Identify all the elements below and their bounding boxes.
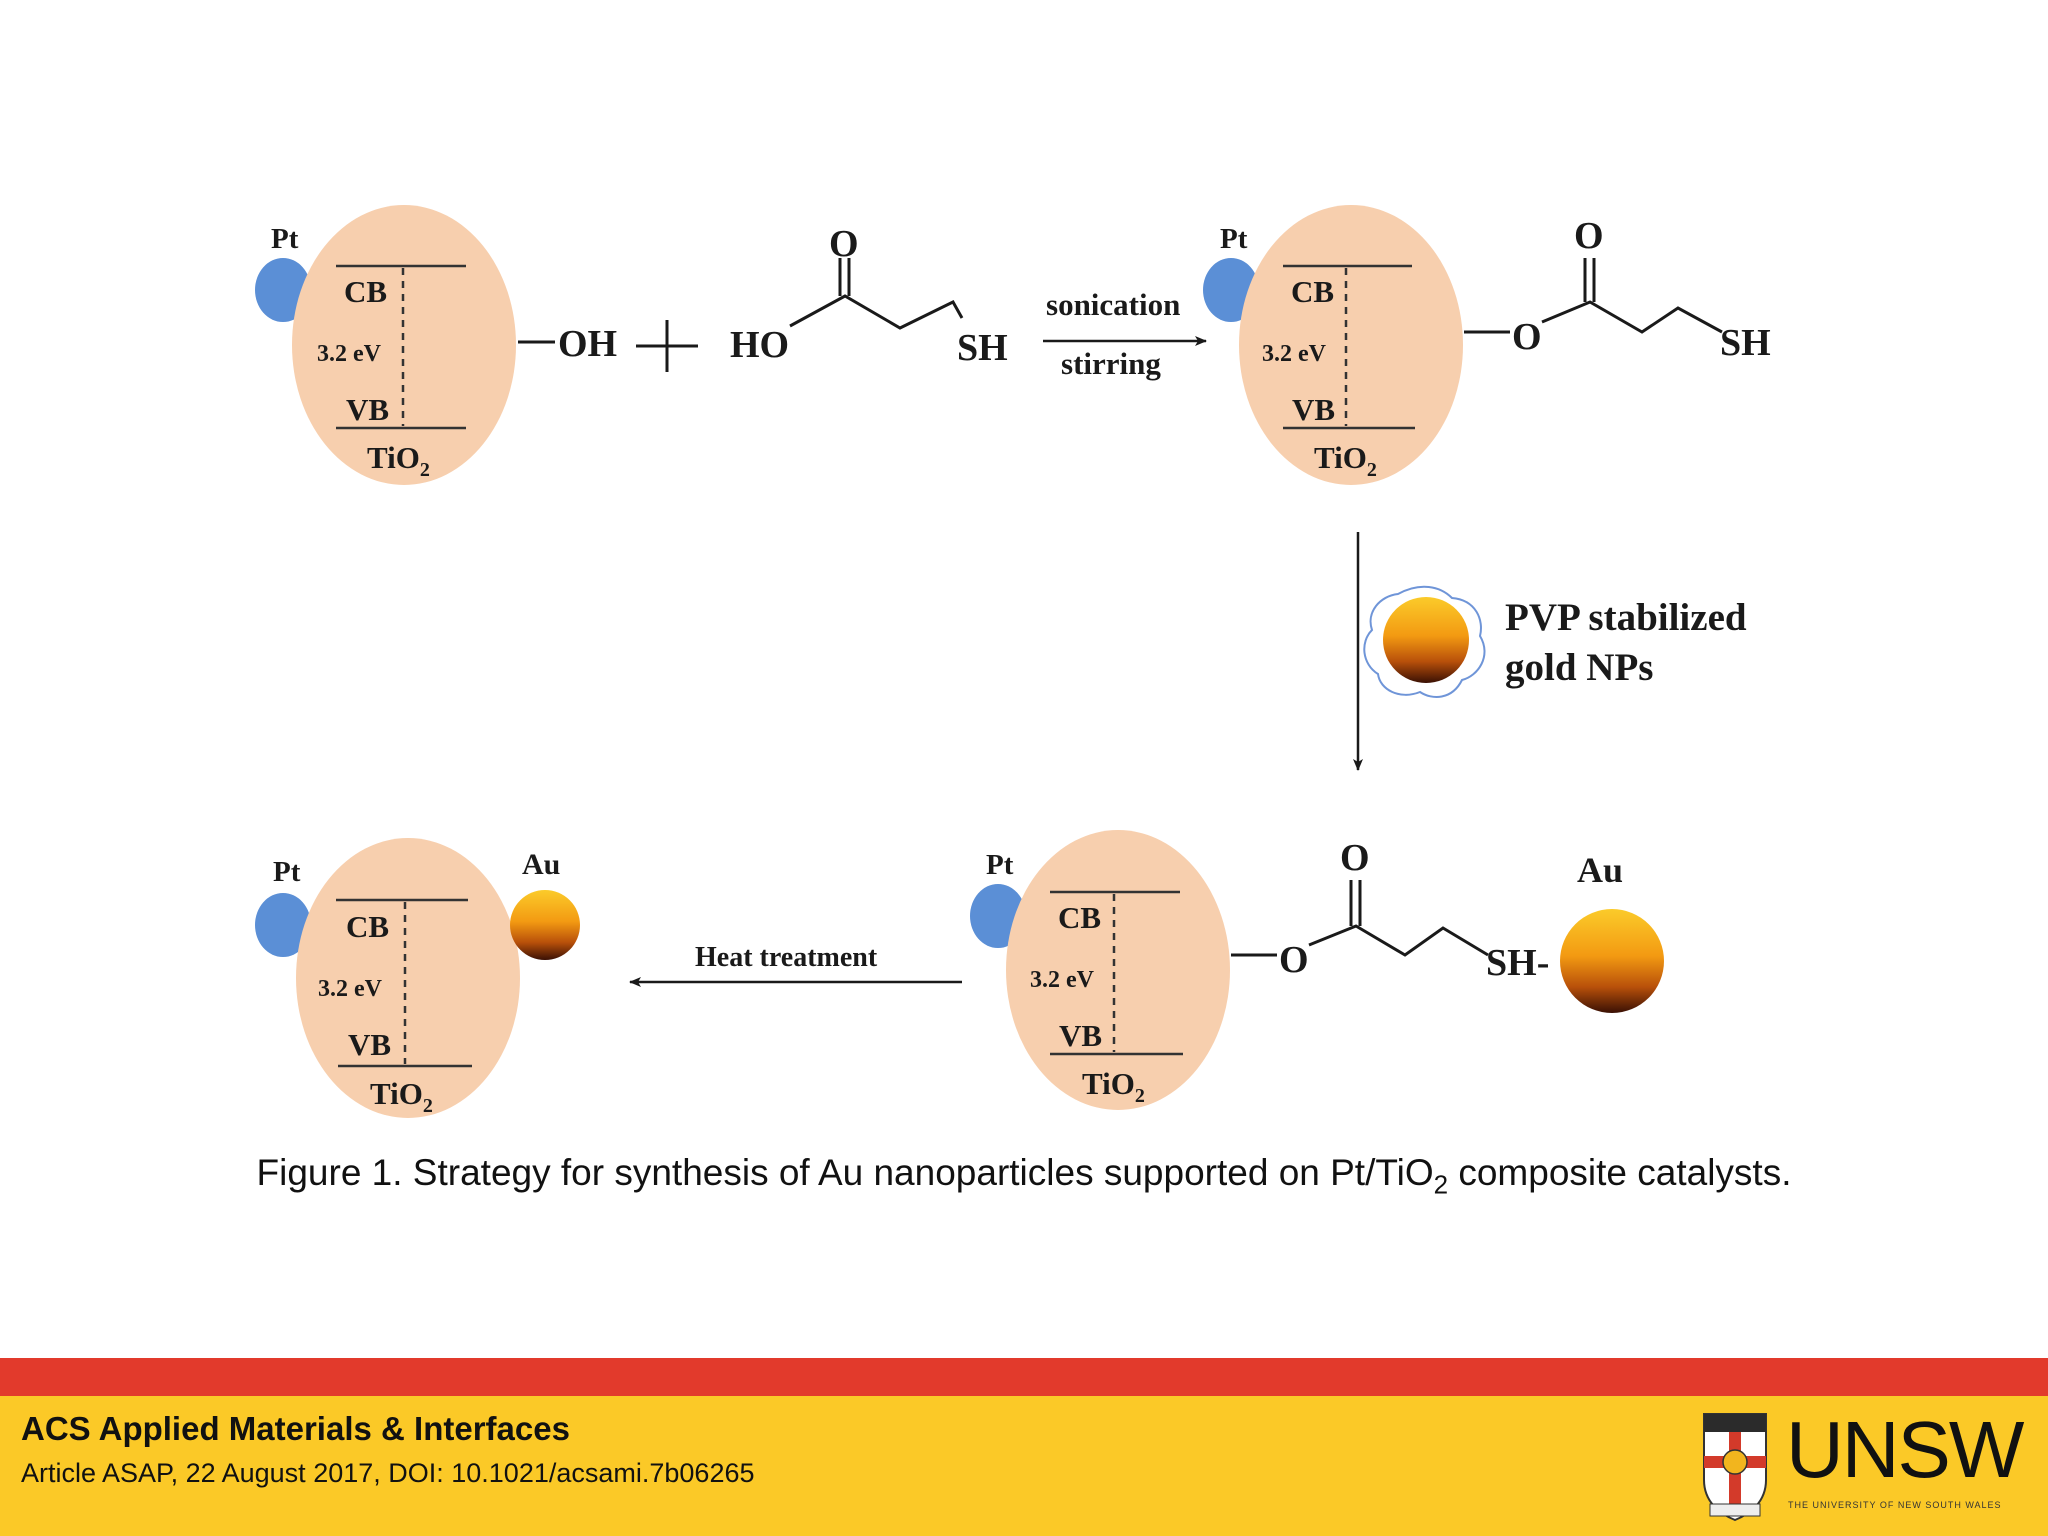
tio2-label: TiO2 bbox=[1082, 1066, 1145, 1107]
cb-label: CB bbox=[1291, 274, 1334, 309]
reaction-arrow-1: sonication stirring bbox=[1043, 287, 1207, 381]
figure-caption: Figure 1. Strategy for synthesis of Au n… bbox=[256, 1152, 1792, 1200]
ho-label: HO bbox=[730, 324, 789, 366]
gold-np-icon bbox=[1383, 597, 1469, 683]
tio2-label: TiO2 bbox=[367, 440, 430, 481]
gold-np bbox=[1560, 909, 1664, 1013]
stirring-label: stirring bbox=[1061, 346, 1161, 381]
journal-title: ACS Applied Materials & Interfaces bbox=[21, 1410, 570, 1447]
chain-skeleton bbox=[1308, 924, 1489, 957]
au-label: Au bbox=[1577, 850, 1623, 890]
carbonyl-o-label: O bbox=[1340, 837, 1370, 879]
footer-bar: ACS Applied Materials & Interfaces Artic… bbox=[0, 1396, 2048, 1536]
ester-o-label: O bbox=[1512, 316, 1542, 358]
reaction-arrow-2: PVP stabilized gold NPs bbox=[1353, 532, 1747, 771]
sh-label: SH bbox=[957, 327, 1008, 369]
cb-label: CB bbox=[346, 909, 389, 944]
tio2-label: TiO2 bbox=[370, 1076, 433, 1117]
footer-red-stripe bbox=[0, 1358, 2048, 1396]
tio2-particle-3: Pt CB 3.2 eV VB TiO2 O O SH- Au bbox=[970, 830, 1664, 1110]
bandgap-label: 3.2 eV bbox=[318, 976, 383, 1002]
cb-label: CB bbox=[344, 274, 387, 309]
unsw-wordmark: UNSW bbox=[1786, 1405, 2024, 1494]
pt-particle bbox=[255, 893, 311, 957]
tio2-particle-4: Pt CB 3.2 eV VB TiO2 Au bbox=[255, 838, 580, 1118]
tio2-particle-1: Pt CB 3.2 eV VB TiO2 OH bbox=[255, 205, 617, 485]
bandgap-label: 3.2 eV bbox=[1262, 341, 1327, 367]
pvp-label-line2: gold NPs bbox=[1505, 646, 1653, 689]
vb-label: VB bbox=[346, 392, 389, 427]
chain-skeleton bbox=[1541, 300, 1723, 334]
bandgap-label: 3.2 eV bbox=[1030, 967, 1095, 993]
heat-label: Heat treatment bbox=[695, 942, 878, 973]
tio2-body bbox=[1239, 205, 1463, 485]
unsw-subtitle: THE UNIVERSITY OF NEW SOUTH WALES bbox=[1788, 1500, 2002, 1510]
vb-label: VB bbox=[1059, 1018, 1102, 1053]
pt-label: Pt bbox=[986, 849, 1014, 881]
reaction-arrow-3: Heat treatment bbox=[629, 942, 962, 987]
pvp-shell bbox=[1363, 585, 1486, 698]
au-label: Au bbox=[522, 848, 560, 881]
pvp-label-line1: PVP stabilized bbox=[1505, 596, 1747, 639]
acid-skeleton bbox=[789, 294, 964, 330]
ester-o-label: O bbox=[1279, 939, 1309, 981]
mercaptopropionic-acid: HO O SH bbox=[730, 223, 1008, 369]
crest-icon bbox=[1703, 1413, 1767, 1522]
pt-label: Pt bbox=[273, 856, 301, 888]
gold-np bbox=[510, 890, 580, 960]
tio2-body bbox=[1006, 830, 1230, 1110]
vb-label: VB bbox=[348, 1027, 391, 1062]
tio2-label: TiO2 bbox=[1314, 440, 1377, 481]
tio2-body bbox=[292, 205, 516, 485]
plus-sign bbox=[636, 320, 698, 372]
sonication-label: sonication bbox=[1046, 287, 1180, 322]
pt-label: Pt bbox=[1220, 223, 1248, 255]
citation-text: Article ASAP, 22 August 2017, DOI: 10.10… bbox=[21, 1458, 755, 1488]
cb-label: CB bbox=[1058, 900, 1101, 935]
pt-label: Pt bbox=[271, 223, 299, 255]
unsw-logo: UNSW THE UNIVERSITY OF NEW SOUTH WALES bbox=[1700, 1405, 2024, 1528]
vb-label: VB bbox=[1292, 392, 1335, 427]
oh-label: OH bbox=[558, 323, 617, 365]
carbonyl-o-label: O bbox=[1574, 215, 1604, 257]
bandgap-label: 3.2 eV bbox=[317, 341, 382, 367]
tio2-particle-2: Pt CB 3.2 eV VB TiO2 O O SH bbox=[1203, 205, 1771, 485]
sh-dash-label: SH- bbox=[1486, 942, 1549, 984]
tio2-body bbox=[296, 838, 520, 1118]
carbonyl-o-label: O bbox=[829, 223, 859, 265]
sh-label: SH bbox=[1720, 322, 1771, 364]
